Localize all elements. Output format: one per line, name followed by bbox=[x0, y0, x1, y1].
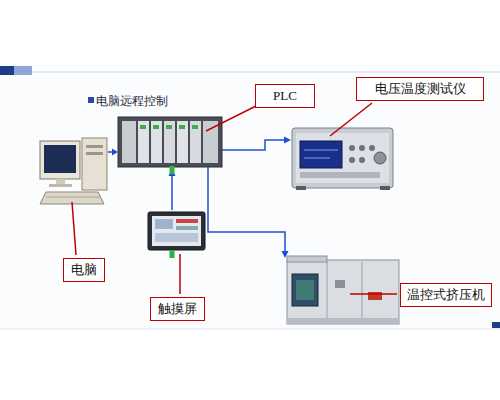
callout-box: 触摸屏 bbox=[150, 297, 205, 321]
computer-illustration-part bbox=[46, 197, 100, 198]
computer-illustration-part bbox=[44, 145, 76, 173]
tester-illustration-part bbox=[380, 186, 390, 190]
green-connectors bbox=[170, 166, 175, 258]
slide-frame-part bbox=[0, 329, 500, 330]
tester-illustration-part bbox=[349, 157, 355, 163]
slide-frame-part bbox=[0, 64, 500, 330]
plc-illustration-part bbox=[153, 125, 159, 129]
extruder-illustration-part bbox=[292, 274, 318, 306]
computer-illustration-part bbox=[49, 184, 72, 187]
red-leader-lines bbox=[72, 103, 397, 294]
slide-frame-part bbox=[14, 66, 32, 75]
plc-illustration-part bbox=[164, 121, 175, 163]
computer-illustration-part bbox=[40, 141, 80, 179]
extruder-illustration-part bbox=[287, 318, 399, 324]
plc-illustration-part bbox=[151, 121, 162, 163]
plc-illustration-part bbox=[122, 121, 136, 163]
computer-illustration-part bbox=[82, 138, 107, 190]
callout-box: 电脑 bbox=[63, 258, 105, 282]
extruder-illustration-part bbox=[335, 280, 345, 288]
plc-illustration-part bbox=[177, 121, 188, 163]
plc-illustration-part bbox=[166, 125, 172, 129]
plc-illustration-part bbox=[118, 117, 222, 167]
touchscreen-illustration-part bbox=[176, 219, 198, 223]
red-leader-lines-part bbox=[350, 293, 397, 295]
slide-frame bbox=[0, 64, 500, 330]
callout-text: 温控式挤压机 bbox=[407, 287, 485, 302]
green-connectors-part bbox=[170, 250, 175, 258]
tester-illustration-part bbox=[300, 141, 342, 168]
red-leader-lines-part bbox=[179, 254, 181, 294]
plc-illustration-part bbox=[203, 121, 218, 163]
plc-illustration-part bbox=[192, 125, 198, 129]
tester-illustration-part bbox=[300, 172, 380, 178]
red-leader-lines-part bbox=[330, 103, 372, 136]
tester-illustration-part bbox=[369, 145, 375, 151]
callout-text: PLC bbox=[273, 88, 297, 103]
slide-frame-part bbox=[492, 322, 500, 328]
arrow-heads-part bbox=[112, 149, 118, 156]
red-leader-lines-part bbox=[206, 106, 256, 131]
tester-illustration-part bbox=[296, 133, 389, 183]
extruder-illustration-part bbox=[362, 262, 363, 322]
arrow-heads-part bbox=[284, 137, 291, 144]
bullet-square bbox=[88, 97, 94, 103]
touchscreen-illustration-part bbox=[176, 226, 198, 230]
arrow-heads bbox=[112, 137, 291, 259]
touchscreen-illustration-part bbox=[152, 216, 201, 246]
touchscreen-illustration-part bbox=[155, 219, 173, 229]
blue-signal-arrows bbox=[108, 140, 286, 252]
red-leader-lines-part bbox=[72, 202, 76, 255]
plc-illustration-part bbox=[179, 125, 185, 129]
touchscreen-illustration-part bbox=[148, 212, 205, 250]
extruder-illustration-part bbox=[296, 280, 314, 300]
computer-illustration-part bbox=[86, 145, 103, 148]
tester-illustration-part bbox=[359, 157, 365, 163]
callout-box: PLC bbox=[255, 84, 315, 108]
extruder-illustration bbox=[287, 256, 399, 324]
tester-illustration bbox=[292, 128, 393, 190]
arrow-heads-part bbox=[282, 251, 289, 258]
extruder-illustration-part bbox=[327, 262, 328, 322]
computer-illustration-part bbox=[86, 152, 103, 155]
tester-illustration-part bbox=[296, 186, 306, 190]
blue-signal-arrows-part bbox=[222, 140, 286, 150]
plc-illustration-part bbox=[190, 121, 201, 163]
blue-signal-arrows-part bbox=[171, 174, 173, 210]
tester-illustration-part bbox=[374, 152, 386, 164]
computer-illustration bbox=[40, 138, 107, 204]
extruder-illustration-part bbox=[287, 260, 399, 324]
plc-illustration-part bbox=[140, 125, 146, 129]
green-connectors-part bbox=[170, 166, 175, 174]
tester-illustration-part bbox=[359, 145, 365, 151]
section-label: 电脑远程控制 bbox=[96, 93, 168, 110]
tester-illustration-part bbox=[304, 150, 338, 151]
tester-illustration-part bbox=[349, 145, 355, 151]
bullet-square-part bbox=[88, 97, 94, 103]
callout-text: 电脑 bbox=[71, 262, 97, 277]
plc-illustration-part bbox=[138, 121, 149, 163]
callout-box: 温控式挤压机 bbox=[400, 283, 492, 307]
tester-illustration-part bbox=[292, 128, 393, 188]
blue-signal-arrows-part bbox=[208, 167, 285, 252]
extruder-illustration-part bbox=[368, 292, 382, 300]
slide-frame-part bbox=[32, 72, 500, 73]
tester-illustration-part bbox=[304, 158, 330, 159]
callout-text: 电压温度测试仪 bbox=[375, 81, 466, 96]
slide-frame-part bbox=[0, 66, 14, 75]
touchscreen-illustration-part bbox=[155, 233, 198, 242]
touchscreen-illustration bbox=[148, 212, 205, 250]
callout-text: 触摸屏 bbox=[158, 301, 197, 316]
plc-illustration bbox=[118, 117, 222, 167]
extruder-illustration-part bbox=[287, 256, 327, 262]
callout-box: 电压温度测试仪 bbox=[356, 77, 484, 101]
